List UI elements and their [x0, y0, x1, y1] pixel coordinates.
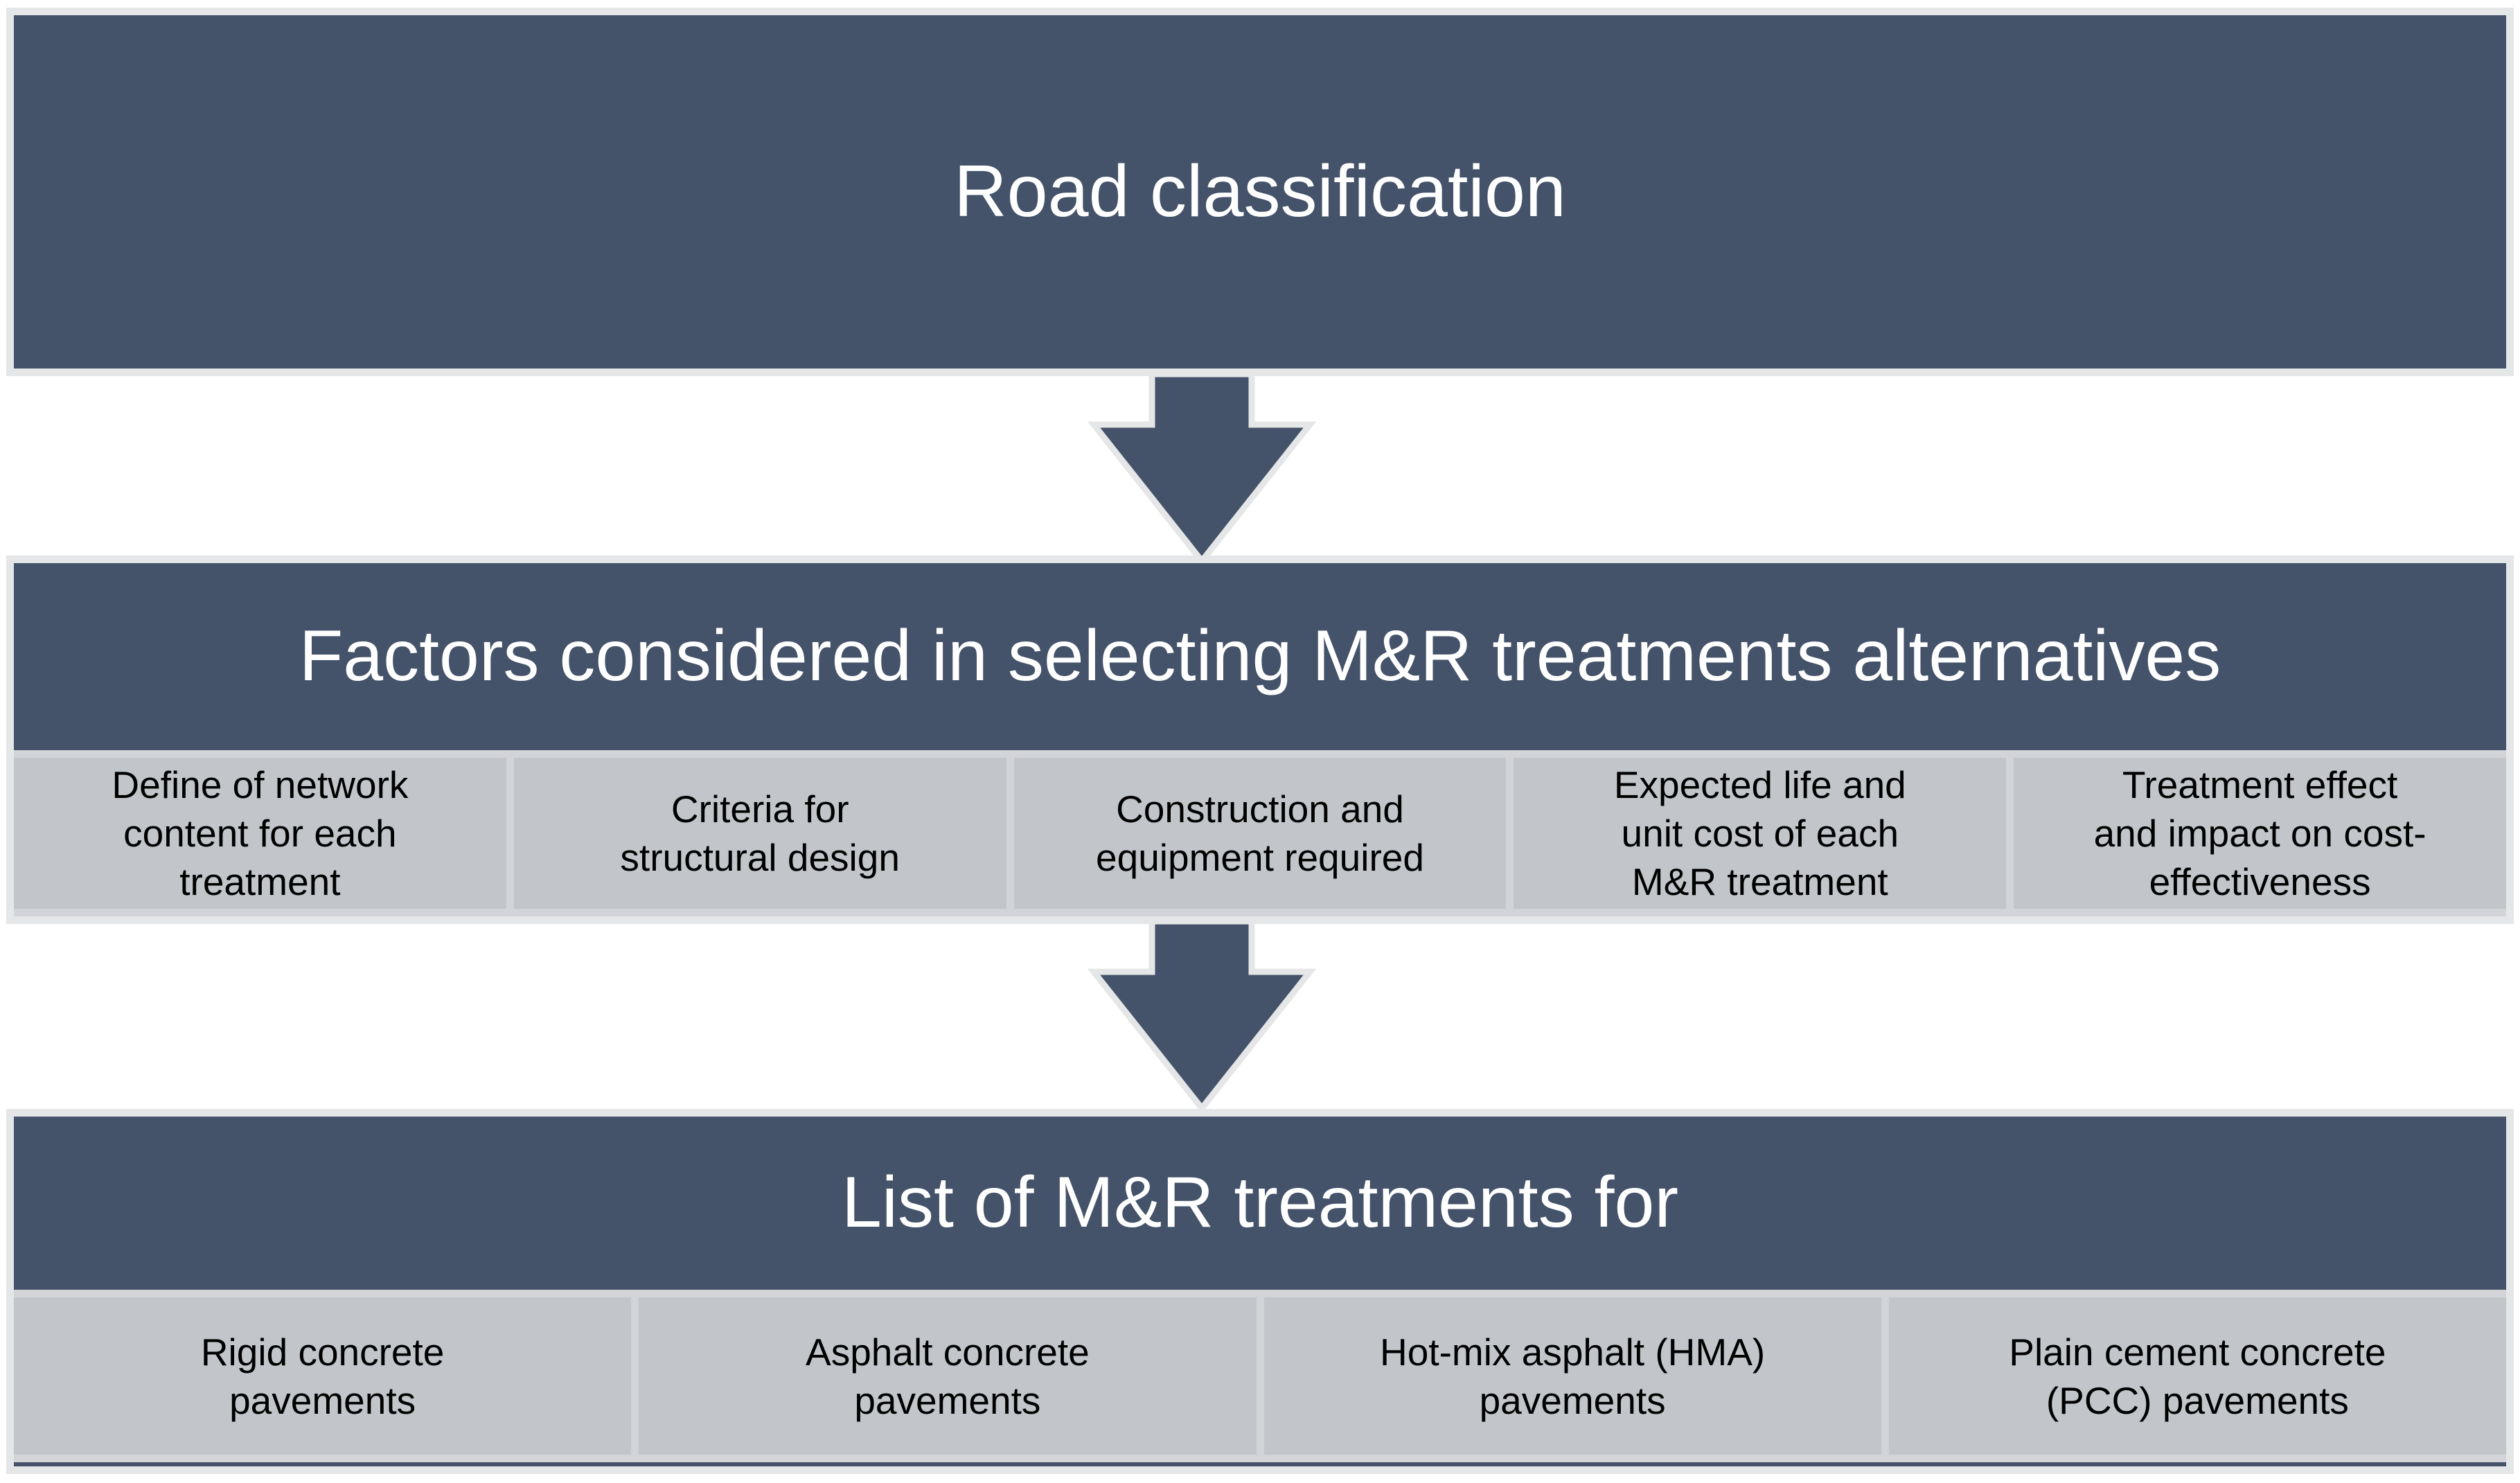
- factor-item-construction-equipment: Construction and equipment required: [1013, 758, 1507, 909]
- down-arrow-icon: [1088, 371, 1316, 567]
- section-treatments-list: List of M&R treatments for Rigid concret…: [6, 1109, 2514, 1474]
- treatment-item-pcc: Plain cement concrete (PCC) pavements: [1888, 1297, 2506, 1455]
- treatments-list-title: List of M&R treatments for: [14, 1117, 2506, 1290]
- section-factors: Factors considered in selecting M&R trea…: [6, 556, 2514, 924]
- treatments-row: Rigid concrete pavements Asphalt concret…: [14, 1290, 2506, 1462]
- road-classification-title: Road classification: [14, 15, 2506, 368]
- treatment-item-rigid-concrete: Rigid concrete pavements: [14, 1297, 632, 1455]
- down-arrow-icon: [1088, 918, 1316, 1114]
- factor-item-expected-life-cost: Expected life and unit cost of each M&R …: [1514, 758, 2007, 909]
- factors-row: Define of network content for each treat…: [14, 750, 2506, 916]
- treatment-item-hma: Hot-mix asphalt (HMA) pavements: [1263, 1297, 1881, 1455]
- factor-item-structural-design: Criteria for structural design: [513, 758, 1006, 909]
- section-road-classification: Road classification: [6, 8, 2514, 376]
- factors-title: Factors considered in selecting M&R trea…: [14, 563, 2506, 750]
- factor-item-treatment-effect: Treatment effect and impact on cost- eff…: [2014, 758, 2506, 909]
- bottom-accent-bar: [14, 1462, 2506, 1466]
- factor-item-network-content: Define of network content for each treat…: [14, 758, 506, 909]
- treatment-item-asphalt-concrete: Asphalt concrete pavements: [639, 1297, 1257, 1455]
